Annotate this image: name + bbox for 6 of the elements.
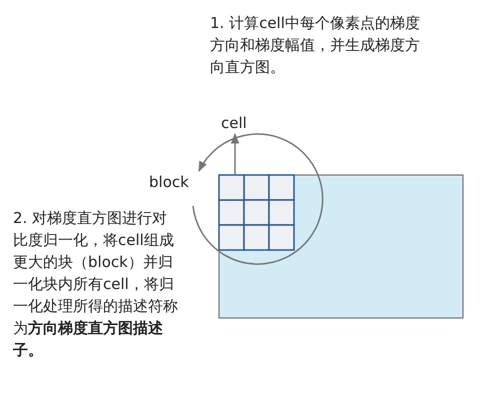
cell-label: cell xyxy=(221,112,247,134)
leader-line xyxy=(230,132,240,175)
step-note: 2. 对梯度直方图进行对比度归一化，将cell组成更大的块（block）并归一化块内所有cell，将归一化处理所得的描述符称为方向梯度直方图描述子。 xyxy=(13,208,179,361)
cell-square xyxy=(218,174,245,201)
step-note: 1. 计算cell中每个像素点的梯度方向和梯度幅值，并生成梯度方向直方图。 xyxy=(210,13,421,78)
block-label: block xyxy=(149,172,189,193)
